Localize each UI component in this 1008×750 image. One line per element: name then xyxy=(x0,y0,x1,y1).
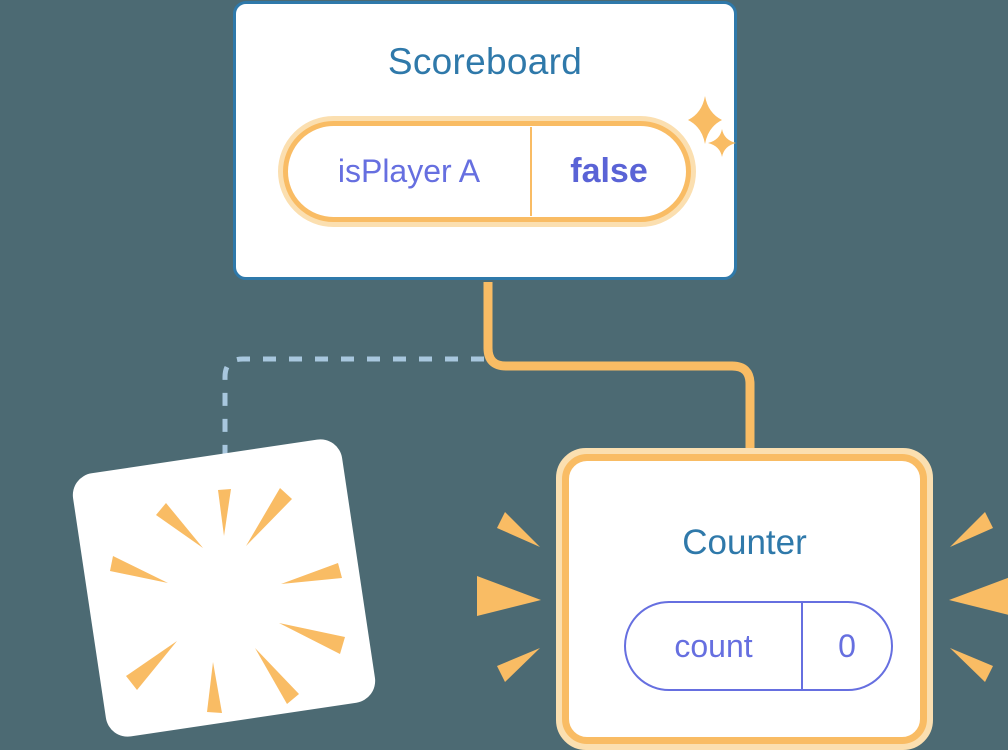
burst-ray xyxy=(110,556,168,583)
connector-scoreboard-to-counter xyxy=(483,282,755,452)
burst-ray xyxy=(246,488,292,546)
scoreboard-title: Scoreboard xyxy=(387,41,583,82)
burst-ray xyxy=(281,563,342,584)
burst-ray xyxy=(497,648,540,682)
scoreboard-state-key: isPlayer A xyxy=(337,153,481,189)
burst-ray xyxy=(218,489,231,536)
counter-title: Counter xyxy=(682,523,807,562)
scoreboard-card[interactable]: Scoreboard isPlayer A false xyxy=(233,1,737,280)
counter-card[interactable]: Counter count 0 xyxy=(556,448,933,750)
scoreboard-state-value: false xyxy=(570,152,648,190)
counter-state-pill[interactable]: count 0 xyxy=(624,601,893,691)
burst-ray xyxy=(497,512,540,547)
burst-ray xyxy=(255,648,299,704)
burst-ray xyxy=(126,641,177,690)
sparkle-large-icon xyxy=(688,96,722,144)
burst-ray xyxy=(949,577,1008,615)
connector-scoreboard-to-ghost-card xyxy=(222,356,484,466)
counter-highlight-glow xyxy=(556,448,933,750)
sparkle-small-icon xyxy=(708,129,736,157)
burst-ray xyxy=(279,623,345,654)
counter-state-value: 0 xyxy=(838,627,856,664)
counter-state-key: count xyxy=(674,627,753,664)
pill-divider xyxy=(801,603,803,689)
burst-ray xyxy=(156,503,203,548)
scoreboard-state-pill[interactable]: isPlayer A false xyxy=(278,116,696,227)
burst-ray xyxy=(477,576,541,616)
burst-ray xyxy=(950,512,993,547)
burst-ray xyxy=(950,648,993,682)
pill-divider xyxy=(530,127,532,216)
pill-highlight-glow xyxy=(278,116,696,227)
burst-ray xyxy=(207,662,222,713)
